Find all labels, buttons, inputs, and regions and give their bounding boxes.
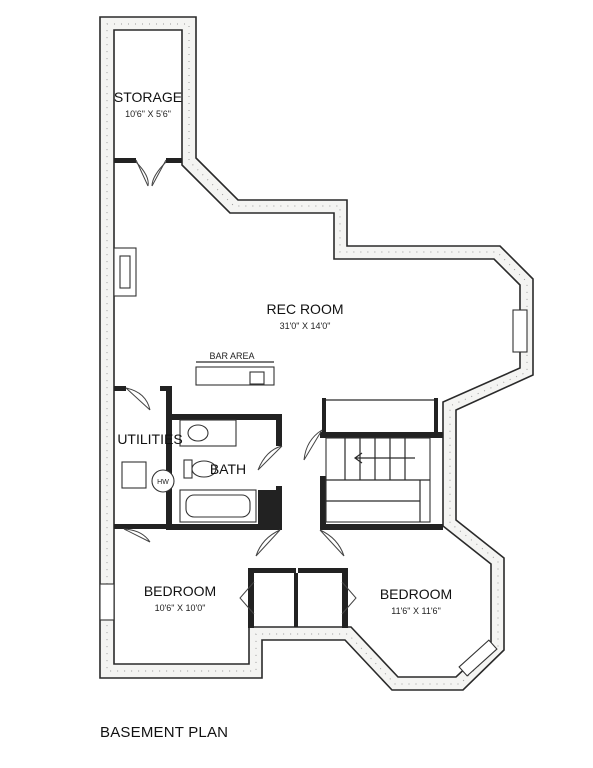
plan-title: BASEMENT PLAN (100, 724, 229, 741)
shower-surround (258, 490, 276, 524)
bedroom-1-wall (248, 568, 296, 573)
stair-side-wall (320, 524, 443, 530)
bar-area-label: BAR AREA (209, 351, 254, 361)
utilities-door (125, 387, 151, 411)
bathtub-inner (185, 494, 251, 518)
storage-label: STORAGE (114, 89, 182, 105)
storage-dims: 10'6" X 5'6" (125, 109, 171, 119)
bedroom-1-wall (248, 568, 254, 628)
toilet-tank (183, 459, 193, 479)
storage-wall (166, 158, 182, 163)
stair-side-wall (320, 476, 326, 526)
west-window (99, 583, 115, 621)
bath-wall (166, 524, 282, 530)
bedroom-2-label: BEDROOM (380, 586, 452, 602)
bedroom-1-closet-door (239, 581, 255, 615)
hall-door-left (255, 529, 281, 557)
east-window (512, 309, 528, 353)
storage-wall (114, 158, 136, 163)
bath-wall (172, 414, 280, 420)
closet-divider (294, 573, 298, 627)
south-east-window (458, 639, 498, 677)
bedroom-2-wall (298, 568, 346, 573)
bedroom-2-closet-door (341, 581, 357, 615)
utilities-label: UTILITIES (117, 431, 182, 447)
water-heater-label: HW (157, 479, 169, 486)
bar-sink (249, 371, 265, 385)
storage-door (135, 159, 167, 187)
stair-arrow (353, 452, 415, 464)
bedroom-2-dims: 11'6" X 11'6" (391, 606, 441, 616)
stair-door (303, 429, 323, 461)
water-heater (151, 469, 175, 493)
utilities-wall (160, 386, 166, 391)
rec-room-dims: 31'0" X 14'0" (280, 321, 331, 331)
bath-wall (276, 486, 282, 528)
rec-room-label: REC ROOM (267, 301, 344, 317)
utilities-wall (114, 386, 126, 391)
stair-treads (326, 438, 430, 522)
bath-door (257, 445, 283, 471)
stair-landing-wall (320, 432, 443, 438)
storage-door-swing (135, 161, 167, 187)
bedroom-2-wall (342, 568, 348, 628)
bath-label: BATH (210, 461, 246, 477)
bedroom-1-dims: 10'6" X 10'0" (155, 603, 206, 613)
bath-wall (114, 524, 166, 529)
sink (187, 424, 209, 442)
toilet-bowl (191, 460, 217, 478)
bedroom-1-label: BEDROOM (144, 583, 216, 599)
bath-wall (166, 386, 172, 528)
fireplace-hearth (119, 255, 131, 289)
furnace (121, 461, 147, 489)
stair-rail (434, 398, 438, 438)
exterior-wall (99, 16, 534, 691)
bedroom-1-door (123, 528, 151, 543)
bath-wall (276, 414, 282, 446)
hall-door-right (319, 529, 345, 557)
stair-rail (322, 398, 326, 438)
